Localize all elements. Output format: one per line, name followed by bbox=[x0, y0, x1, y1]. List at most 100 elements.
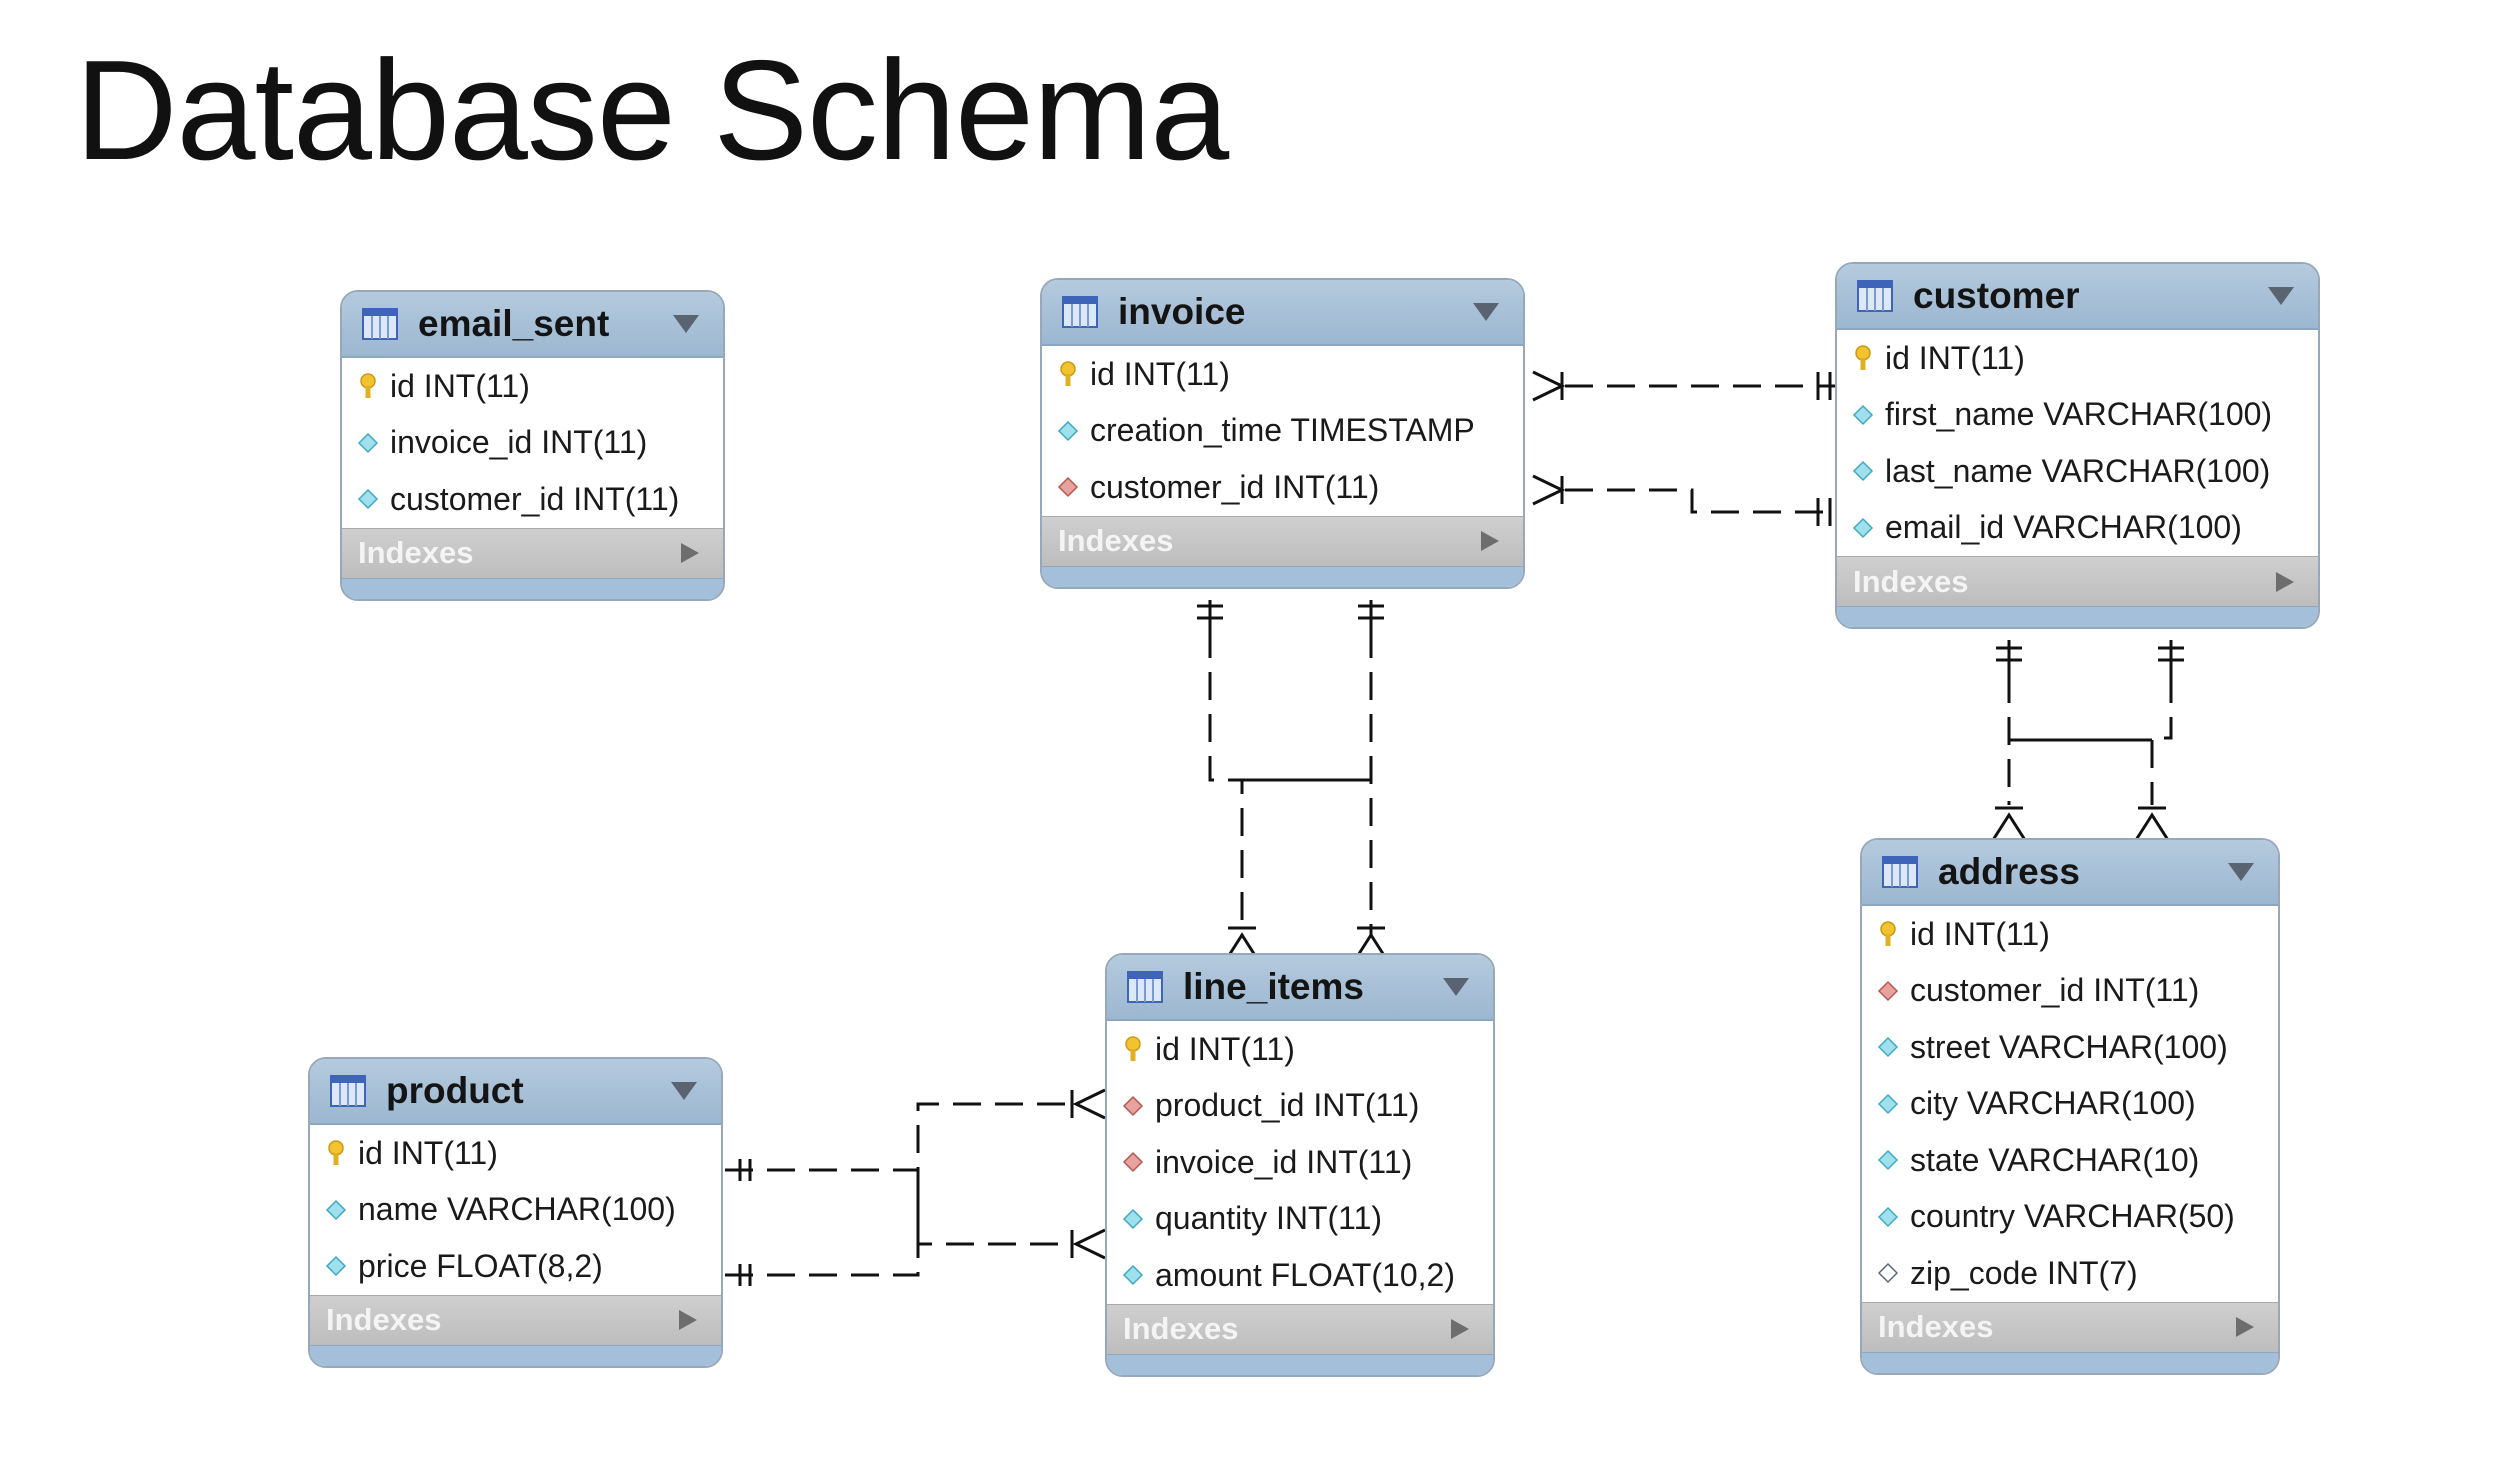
relation-product-line-items bbox=[725, 1088, 1106, 1286]
table-product[interactable]: product id INT(11) name VARCHAR(100) pri… bbox=[308, 1057, 723, 1368]
table-header[interactable]: customer bbox=[1837, 264, 2318, 330]
table-header[interactable]: line_items bbox=[1107, 955, 1493, 1021]
column-icon bbox=[1852, 404, 1874, 425]
column-row[interactable]: amount FLOAT(10,2) bbox=[1107, 1247, 1493, 1304]
column-icon bbox=[1122, 1265, 1144, 1286]
column-row[interactable]: customer_id INT(11) bbox=[1862, 963, 2278, 1020]
table-icon bbox=[330, 1075, 366, 1107]
table-icon bbox=[1882, 856, 1918, 888]
column-row[interactable]: id INT(11) bbox=[342, 358, 723, 415]
column-row[interactable]: id INT(11) bbox=[310, 1125, 721, 1182]
column-row[interactable]: id INT(11) bbox=[1837, 330, 2318, 387]
table-line-items[interactable]: line_items id INT(11) product_id INT(11)… bbox=[1105, 953, 1495, 1377]
column-name: amount FLOAT(10,2) bbox=[1155, 1256, 1455, 1293]
primary-key-icon bbox=[1880, 921, 1896, 947]
expand-arrow-icon[interactable] bbox=[679, 541, 701, 565]
column-row[interactable]: invoice_id INT(11) bbox=[342, 415, 723, 472]
column-row[interactable]: name VARCHAR(100) bbox=[310, 1182, 721, 1239]
column-name: customer_id INT(11) bbox=[1090, 468, 1380, 505]
table-email-sent[interactable]: email_sent id INT(11) invoice_id INT(11)… bbox=[340, 290, 725, 601]
table-customer[interactable]: customer id INT(11) first_name VARCHAR(1… bbox=[1835, 262, 2320, 629]
relation-customer-address bbox=[1991, 640, 2184, 841]
column-row[interactable]: zip_code INT(7) bbox=[1862, 1245, 2278, 1302]
indexes-bar[interactable]: Indexes bbox=[310, 1294, 721, 1345]
table-footer bbox=[1107, 1353, 1493, 1375]
table-invoice[interactable]: invoice id INT(11) creation_time TIMESTA… bbox=[1040, 278, 1525, 589]
expand-arrow-icon[interactable] bbox=[2234, 1315, 2256, 1339]
dropdown-arrow-icon[interactable] bbox=[671, 313, 701, 335]
column-row[interactable]: email_id VARCHAR(100) bbox=[1837, 500, 2318, 557]
column-row[interactable]: quantity INT(11) bbox=[1107, 1191, 1493, 1248]
column-name: id INT(11) bbox=[1090, 355, 1230, 392]
table-header[interactable]: email_sent bbox=[342, 292, 723, 358]
column-icon bbox=[1057, 420, 1079, 441]
column-row[interactable]: country VARCHAR(50) bbox=[1862, 1189, 2278, 1246]
dropdown-arrow-icon[interactable] bbox=[1471, 301, 1501, 323]
indexes-label: Indexes bbox=[1058, 523, 1174, 558]
relation-invoice-line-items bbox=[1197, 600, 1389, 961]
column-name: invoice_id INT(11) bbox=[1155, 1143, 1413, 1180]
relation-invoice-customer-2 bbox=[1532, 474, 1845, 526]
column-row[interactable]: creation_time TIMESTAMP bbox=[1042, 403, 1523, 460]
column-row[interactable]: customer_id INT(11) bbox=[1042, 459, 1523, 516]
foreign-key-icon bbox=[1057, 477, 1079, 498]
relation-invoice-customer-1 bbox=[1532, 370, 1845, 402]
column-row[interactable]: invoice_id INT(11) bbox=[1107, 1134, 1493, 1191]
column-icon bbox=[325, 1256, 347, 1277]
column-name: id INT(11) bbox=[358, 1134, 498, 1171]
dropdown-arrow-icon[interactable] bbox=[2226, 861, 2256, 883]
expand-arrow-icon[interactable] bbox=[2274, 570, 2296, 594]
column-name: id INT(11) bbox=[1155, 1030, 1295, 1067]
column-row[interactable]: id INT(11) bbox=[1107, 1021, 1493, 1078]
primary-key-icon bbox=[328, 1140, 344, 1166]
column-name: first_name VARCHAR(100) bbox=[1885, 396, 2273, 433]
column-row[interactable]: product_id INT(11) bbox=[1107, 1078, 1493, 1135]
column-row[interactable]: last_name VARCHAR(100) bbox=[1837, 443, 2318, 500]
column-row[interactable]: id INT(11) bbox=[1042, 346, 1523, 403]
column-name: name VARCHAR(100) bbox=[358, 1191, 676, 1228]
column-row[interactable]: id INT(11) bbox=[1862, 906, 2278, 963]
table-name: email_sent bbox=[418, 303, 610, 344]
column-name: email_id VARCHAR(100) bbox=[1885, 509, 2242, 546]
dropdown-arrow-icon[interactable] bbox=[669, 1080, 699, 1102]
dropdown-arrow-icon[interactable] bbox=[2266, 285, 2296, 307]
column-name: zip_code INT(7) bbox=[1910, 1254, 2138, 1291]
column-row[interactable]: state VARCHAR(10) bbox=[1862, 1132, 2278, 1189]
table-header[interactable]: address bbox=[1862, 840, 2278, 906]
table-header[interactable]: invoice bbox=[1042, 280, 1523, 346]
expand-arrow-icon[interactable] bbox=[677, 1308, 699, 1332]
indexes-label: Indexes bbox=[326, 1302, 442, 1337]
foreign-key-icon bbox=[1122, 1152, 1144, 1173]
indexes-bar[interactable]: Indexes bbox=[1862, 1301, 2278, 1352]
column-name: creation_time TIMESTAMP bbox=[1090, 412, 1475, 449]
indexes-bar[interactable]: Indexes bbox=[1107, 1303, 1493, 1354]
column-name: country VARCHAR(50) bbox=[1910, 1198, 2235, 1235]
table-icon bbox=[1857, 280, 1893, 312]
column-icon bbox=[1122, 1208, 1144, 1229]
column-row[interactable]: first_name VARCHAR(100) bbox=[1837, 387, 2318, 444]
column-row[interactable]: street VARCHAR(100) bbox=[1862, 1019, 2278, 1076]
expand-arrow-icon[interactable] bbox=[1479, 529, 1501, 553]
table-icon bbox=[1062, 296, 1098, 328]
table-address[interactable]: address id INT(11) customer_id INT(11) s… bbox=[1860, 838, 2280, 1375]
table-name: invoice bbox=[1118, 291, 1246, 332]
indexes-bar[interactable]: Indexes bbox=[1042, 515, 1523, 566]
table-footer bbox=[342, 577, 723, 599]
indexes-bar[interactable]: Indexes bbox=[1837, 556, 2318, 606]
column-row[interactable]: customer_id INT(11) bbox=[342, 471, 723, 528]
expand-arrow-icon[interactable] bbox=[1449, 1317, 1471, 1341]
dropdown-arrow-icon[interactable] bbox=[1441, 976, 1471, 998]
column-icon bbox=[1877, 1093, 1899, 1114]
column-row[interactable]: city VARCHAR(100) bbox=[1862, 1076, 2278, 1133]
indexes-bar[interactable]: Indexes bbox=[342, 527, 723, 578]
foreign-key-icon bbox=[1877, 980, 1899, 1001]
table-name: line_items bbox=[1183, 966, 1364, 1007]
column-row[interactable]: price FLOAT(8,2) bbox=[310, 1238, 721, 1295]
column-name: price FLOAT(8,2) bbox=[358, 1247, 603, 1284]
nullable-column-icon bbox=[1877, 1263, 1899, 1284]
table-icon bbox=[1127, 971, 1163, 1003]
primary-key-icon bbox=[1060, 361, 1076, 387]
column-icon bbox=[357, 489, 379, 510]
column-name: customer_id INT(11) bbox=[1910, 972, 2200, 1009]
table-header[interactable]: product bbox=[310, 1059, 721, 1125]
